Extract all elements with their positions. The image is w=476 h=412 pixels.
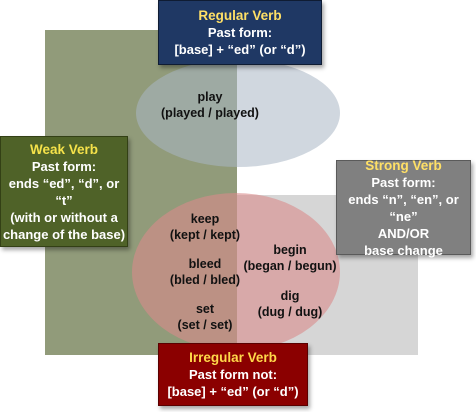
example-keep: keep (kept / kept) — [150, 211, 260, 243]
strong-verb-box: Strong Verb Past form: ends “n”, “en”, o… — [336, 157, 471, 258]
example-begin-forms: (began / begun) — [243, 259, 337, 273]
strong-verb-line4: base change — [364, 242, 443, 258]
example-set-forms: (set / set) — [177, 318, 233, 332]
regular-verb-title: Regular Verb — [198, 8, 282, 23]
irregular-verb-box: Irregular Verb Past form not: [base] + “… — [158, 343, 308, 406]
regular-verb-line1: Past form: — [207, 25, 273, 40]
example-bleed-forms: (bled / bled) — [169, 273, 241, 287]
example-dig-forms: (dug / dug) — [257, 305, 323, 319]
weak-verb-line1: Past form: — [31, 158, 97, 174]
weak-verb-title: Weak Verb — [29, 141, 99, 157]
irregular-verb-line1: Past form not: — [188, 367, 278, 382]
strong-verb-line2: ends “n”, “en”, or “ne” — [348, 191, 459, 224]
irregular-verb-oval — [132, 193, 340, 351]
example-keep-forms: (kept / kept) — [169, 228, 241, 242]
example-begin: begin (began / begun) — [240, 242, 340, 274]
weak-verb-box: Weak Verb Past form: ends “ed”, “d”, or … — [0, 136, 128, 247]
example-set-verb: set — [195, 302, 215, 316]
irregular-verb-line2: [base] + “ed” (or “d”) — [167, 384, 299, 399]
irregular-verb-title: Irregular Verb — [189, 350, 277, 365]
example-play-forms: (played / played) — [161, 106, 259, 120]
example-bleed: bleed (bled / bled) — [150, 256, 260, 288]
example-dig: dig (dug / dug) — [240, 288, 340, 320]
regular-verb-oval — [136, 59, 340, 167]
example-begin-verb: begin — [273, 243, 307, 257]
weak-verb-line2: ends “ed”, “d”, or “t” — [8, 175, 120, 208]
regular-verb-line2: [base] + “ed” (or “d”) — [174, 42, 306, 57]
example-play: play (played / played) — [140, 89, 280, 121]
regular-verb-box: Regular Verb Past form: [base] + “ed” (o… — [158, 0, 322, 65]
strong-verb-title: Strong Verb — [365, 157, 442, 173]
example-dig-verb: dig — [280, 289, 300, 303]
weak-verb-line4: change of the base) — [2, 226, 126, 242]
example-bleed-verb: bleed — [188, 257, 222, 271]
strong-verb-line3: AND/OR — [377, 225, 430, 241]
example-keep-verb: keep — [190, 212, 220, 226]
example-play-verb: play — [197, 90, 223, 104]
strong-verb-line1: Past form: — [371, 174, 436, 190]
weak-verb-line3: (with or without a — [10, 209, 118, 225]
example-set: set (set / set) — [150, 301, 260, 333]
